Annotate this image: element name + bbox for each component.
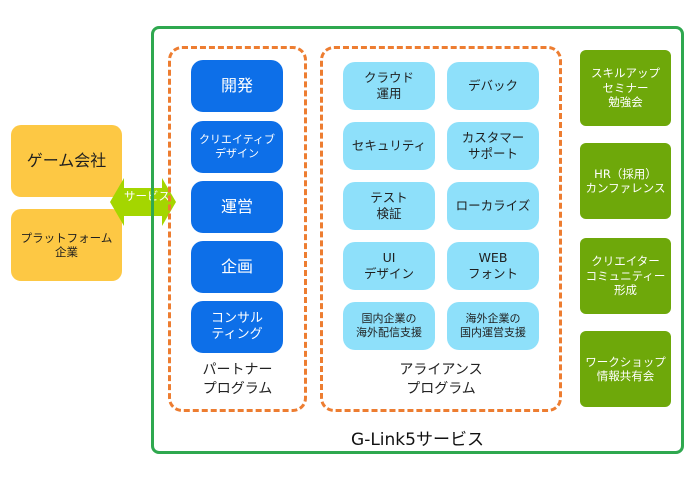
game-company-box: ゲーム会社 xyxy=(11,125,122,197)
event-hr-conference: HR（採用） カンファレンス xyxy=(580,143,671,219)
partner-program-group xyxy=(168,46,307,412)
alliance-item-localize: ローカライズ xyxy=(447,182,539,230)
partner-program-caption: パートナー プログラム xyxy=(202,362,273,397)
event-creator-community: クリエイター コミュニティー 形成 xyxy=(580,238,671,314)
alliance-item-overseas-domestic: 海外企業の 国内運営支援 xyxy=(447,302,539,350)
partner-item-operation: 運営 xyxy=(191,181,283,233)
alliance-item-cloud-ops: クラウド 運用 xyxy=(343,62,435,110)
alliance-item-debug: デバック xyxy=(447,62,539,110)
event-skillup-seminar: スキルアップ セミナー 勉強会 xyxy=(580,50,671,126)
service-arrow-label: サービス xyxy=(124,189,170,203)
partner-item-consulting: コンサル ティング xyxy=(191,301,283,353)
alliance-program-group xyxy=(320,46,562,412)
g-link5-frame xyxy=(151,26,684,454)
alliance-item-domestic-overseas: 国内企業の 海外配信支援 xyxy=(343,302,435,350)
platform-company-box: プラットフォーム 企業 xyxy=(11,209,122,281)
alliance-item-customer-support: カスタマー サポート xyxy=(447,122,539,170)
alliance-item-security: セキュリティ xyxy=(343,122,435,170)
partner-item-development: 開発 xyxy=(191,60,283,112)
event-workshop: ワークショップ 情報共有会 xyxy=(580,331,671,407)
alliance-item-web-font: WEB フォント xyxy=(447,242,539,290)
alliance-item-ui-design: UI デザイン xyxy=(343,242,435,290)
alliance-program-caption: アライアンス プログラム xyxy=(399,362,483,397)
partner-item-planning: 企画 xyxy=(191,241,283,293)
service-double-arrow xyxy=(110,178,176,226)
alliance-item-testing: テスト 検証 xyxy=(343,182,435,230)
g-link5-service-title: G-Link5サービス xyxy=(351,430,484,450)
partner-item-creative-design: クリエイティブ デザイン xyxy=(191,121,283,173)
